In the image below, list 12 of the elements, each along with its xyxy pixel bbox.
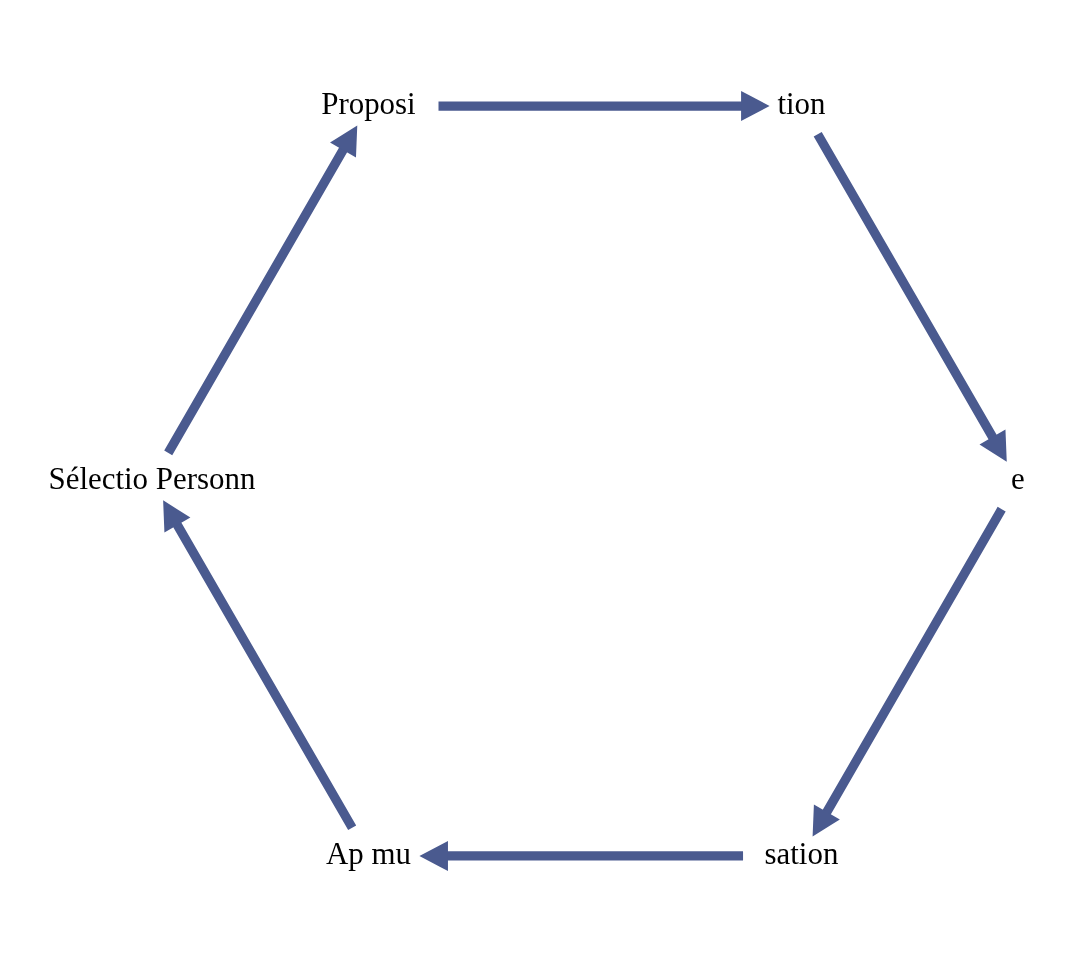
arrow bbox=[419, 841, 744, 871]
arrow bbox=[164, 125, 358, 456]
node-text: sation bbox=[764, 835, 839, 871]
node-text: tion bbox=[777, 85, 826, 121]
node-text: e bbox=[1011, 460, 1025, 496]
node-text: Sélectio Personn bbox=[48, 460, 256, 496]
node-text: Proposi bbox=[321, 85, 416, 121]
arrow bbox=[163, 500, 357, 831]
arrow bbox=[813, 131, 1007, 462]
node-text: Ap mu bbox=[325, 835, 411, 871]
arrow bbox=[812, 506, 1006, 837]
arrow bbox=[438, 91, 770, 122]
